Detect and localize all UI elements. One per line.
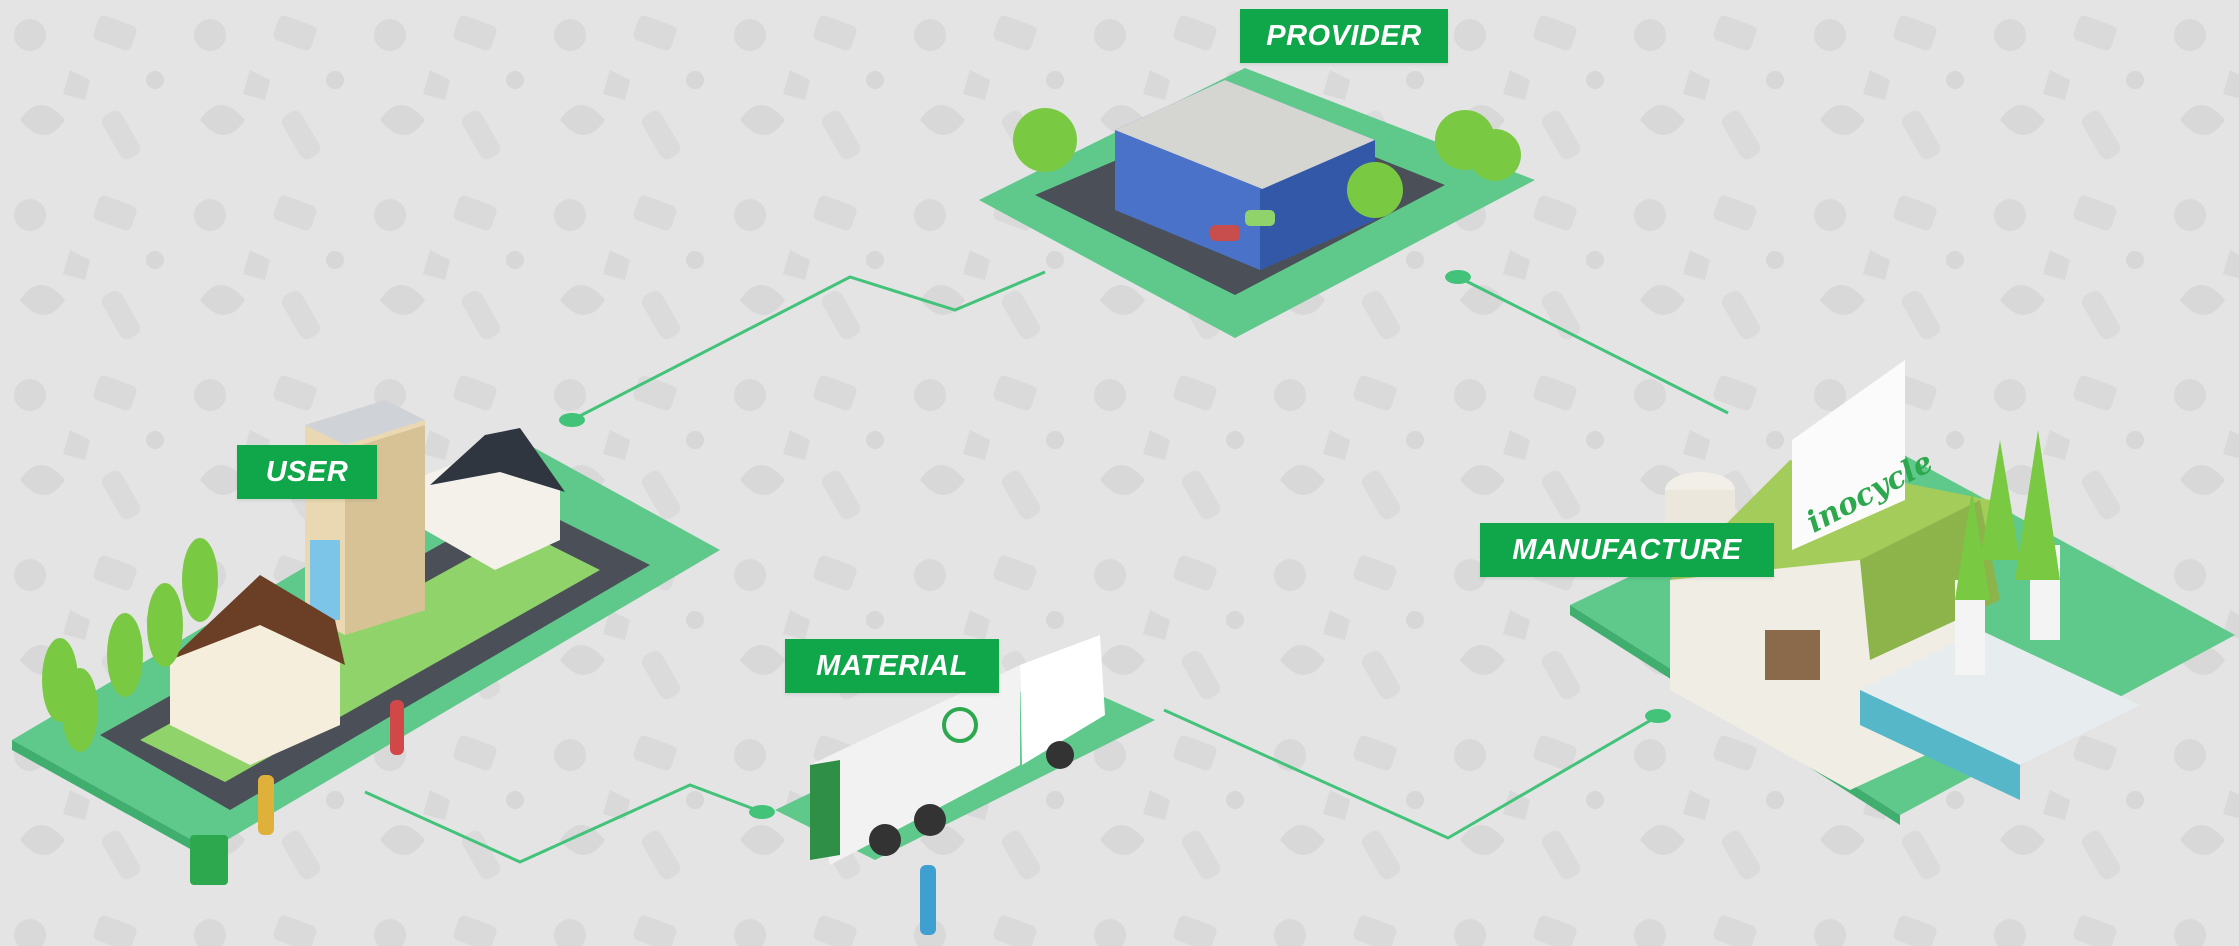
wheel: [1046, 741, 1074, 769]
tree: [147, 583, 183, 667]
tree: [182, 538, 218, 622]
person: [258, 775, 274, 835]
connector-material-manufacture: [1163, 708, 1659, 840]
tree: [1469, 129, 1521, 181]
user-scene: [12, 400, 720, 885]
manufacture-label[interactable]: MANUFACTURE: [1480, 523, 1774, 577]
manufacture-scene: [1570, 360, 2235, 825]
tree: [1980, 440, 2020, 560]
tree: [1347, 162, 1403, 218]
person: [390, 700, 404, 755]
tree: [2015, 430, 2060, 580]
factory-sign: [1792, 360, 1905, 550]
tree: [1013, 108, 1077, 172]
house: [170, 615, 340, 765]
car: [1210, 225, 1240, 241]
garbage-truck: [810, 665, 1020, 865]
provider-label[interactable]: PROVIDER: [1240, 9, 1448, 63]
wheel: [914, 804, 946, 836]
connector-user-material: [364, 783, 763, 864]
connector-dot: [1445, 270, 1471, 284]
connector-dot: [749, 805, 775, 819]
tree: [1955, 490, 1990, 600]
wheel: [869, 824, 901, 856]
tree: [62, 668, 98, 752]
recycle-bin: [190, 835, 228, 885]
material-scene: [775, 635, 1155, 935]
car: [1245, 210, 1275, 226]
garage-door: [1765, 630, 1820, 680]
provider-scene: [979, 68, 1535, 338]
connector-provider-manufacture: [1457, 275, 1729, 415]
connector-user-provider: [571, 270, 1046, 422]
user-label[interactable]: USER: [237, 445, 377, 499]
material-label[interactable]: MATERIAL: [785, 639, 999, 693]
connector-dot: [559, 413, 585, 427]
connector-dot: [1645, 709, 1671, 723]
tree: [107, 613, 143, 697]
person: [920, 865, 936, 935]
